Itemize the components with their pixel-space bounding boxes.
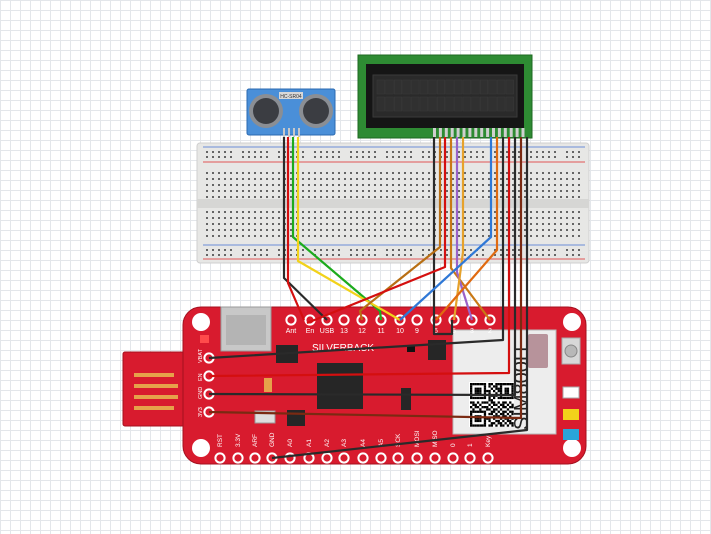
bottom-pin-label: 3.3V [235, 433, 242, 447]
top-pin-label: 12 [358, 328, 366, 335]
wire [208, 137, 523, 420]
top-pin-label: 6 [434, 328, 438, 335]
wire [306, 137, 447, 325]
top-pin-label: 13 [340, 328, 348, 335]
bottom-pin-label: A0 [287, 439, 294, 447]
wire [291, 137, 383, 321]
wire [455, 137, 474, 321]
bottom-pin-label: A1 [306, 439, 313, 447]
bottom-pin-label: ARF [252, 434, 259, 447]
wire [271, 137, 529, 460]
bottom-pin-label: A4 [360, 439, 367, 447]
top-pin-label: 9 [415, 328, 419, 335]
bottom-pin-label: GND [269, 432, 276, 447]
sensor-label: HC-SR04 [280, 94, 302, 100]
top-pin-label: 5 [452, 328, 456, 335]
wire [208, 137, 517, 397]
wire [399, 137, 493, 321]
wire [432, 137, 454, 336]
bottom-pin-label: 1 [467, 443, 474, 447]
breadboard [196, 142, 590, 264]
bottom-pin-label: A3 [341, 439, 348, 447]
wires [208, 137, 529, 460]
top-pin-label: En [306, 328, 315, 335]
wire [296, 137, 401, 321]
top-pin-label: 11 [377, 328, 384, 335]
bottom-pin-label: MISO [432, 430, 439, 447]
lcd-display [357, 54, 533, 139]
top-pin-label: USB [320, 328, 335, 335]
wire [358, 137, 442, 321]
bottom-pin-label: A2 [324, 439, 331, 447]
wire [286, 137, 306, 321]
left-pin-label: 3V3 [198, 407, 204, 417]
wire [208, 137, 505, 360]
left-pin-label: EN [198, 373, 204, 381]
bottom-pin-label: Key [485, 435, 492, 447]
wire [449, 137, 491, 321]
top-pin-label: 3 [470, 328, 474, 335]
bottom-pin-label: 0 [450, 443, 457, 447]
bottom-pin-label: SCK [395, 433, 402, 447]
board-brand: SILVERBACK [312, 343, 374, 354]
left-pin-label: VBAT [198, 348, 204, 363]
top-pin-label: 2 [488, 328, 492, 335]
top-pin-label: 10 [396, 328, 404, 335]
wire [435, 137, 499, 321]
bottom-pin-label: MOSI [414, 430, 421, 447]
ultrasonic-sensor: HC-SR04 [246, 88, 336, 137]
bottom-pin-label: RST [217, 434, 224, 447]
bottom-pin-label: A5 [378, 439, 385, 447]
top-pin-label: Ant [286, 328, 297, 335]
wire [282, 137, 328, 321]
left-pin-label: GND [198, 387, 204, 399]
wire [208, 137, 511, 378]
